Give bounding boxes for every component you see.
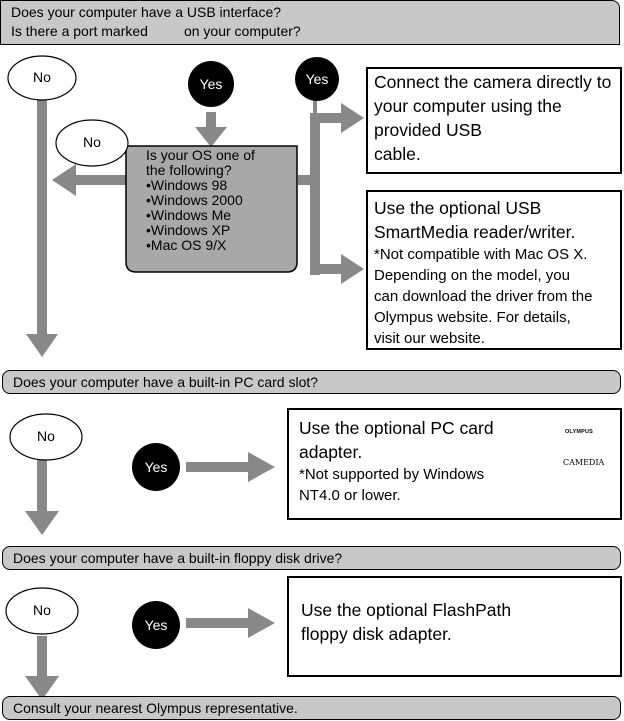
pc-box-note: NT4.0 or lower. bbox=[299, 487, 401, 504]
reader-box-note: *Not compatible with Mac OS X. bbox=[374, 246, 588, 263]
usb-question-line1: Does your computer have a USB interface? bbox=[11, 4, 282, 20]
yes-to-os-arrow bbox=[195, 112, 227, 147]
pc-card-adapter-box: Use the optional PC card adapter. *Not s… bbox=[287, 408, 622, 520]
no-path-arrow-2 bbox=[25, 460, 59, 535]
no-oval-1 bbox=[7, 55, 77, 101]
fd-box-line: Use the optional FlashPath bbox=[301, 600, 512, 620]
os-heading-1: Is your OS one of bbox=[146, 147, 255, 163]
reader-box-line: SmartMedia reader/writer. bbox=[374, 222, 576, 242]
yes-oval-4 bbox=[132, 601, 180, 649]
os-no-arrow bbox=[52, 164, 126, 196]
os-item: •Windows 2000 bbox=[146, 192, 243, 208]
usb-cable-box: Connect the camera directly to your comp… bbox=[366, 67, 622, 174]
no-oval-2 bbox=[55, 119, 129, 167]
usb-question-line2-text: Is there a port marked bbox=[11, 23, 148, 39]
os-item: •Windows 98 bbox=[146, 177, 228, 193]
yes-oval-1 bbox=[188, 61, 234, 107]
yes-label-2: Yes bbox=[305, 71, 329, 87]
os-question-box bbox=[125, 145, 298, 273]
reader-box-line: Use the optional USB bbox=[374, 198, 542, 218]
olympus-logo: OLYMPUS bbox=[564, 429, 594, 435]
yes-oval-2 bbox=[295, 57, 339, 101]
no-label-4: No bbox=[33, 602, 51, 618]
os-question-text: Is your OS one of the following? •Window… bbox=[146, 148, 294, 253]
pc-card-yes-arrow bbox=[186, 452, 275, 482]
no-path-arrow-1 bbox=[26, 78, 58, 357]
no-label-2: No bbox=[83, 134, 101, 150]
smartmedia-reader-box: Use the optional USB SmartMedia reader/w… bbox=[366, 190, 622, 350]
pc-box-note: *Not supported by Windows bbox=[299, 466, 485, 483]
reader-box-note: visit our website. bbox=[374, 330, 485, 347]
yes-branch-arrows bbox=[298, 103, 364, 284]
floppy-yes-arrow bbox=[186, 608, 275, 638]
pc-box-line: Use the optional PC card bbox=[299, 418, 494, 438]
pc-card-question: Does your computer have a built-in PC ca… bbox=[2, 370, 621, 394]
os-item: •Windows Me bbox=[146, 207, 232, 223]
final-question: Consult your nearest Olympus representat… bbox=[2, 696, 621, 720]
os-heading-2: the following? bbox=[146, 162, 232, 178]
pc-box-line: adapter. bbox=[299, 442, 363, 462]
yes-label-3: Yes bbox=[144, 459, 168, 475]
no-oval-4 bbox=[5, 587, 79, 635]
yes-label-1: Yes bbox=[199, 76, 223, 92]
no-label-1: No bbox=[33, 69, 51, 85]
usb-box-line: Connect the camera directly to bbox=[374, 72, 612, 92]
reader-box-note: Olympus website. For details, bbox=[374, 309, 571, 326]
no-label-3: No bbox=[37, 428, 55, 444]
os-item: •Mac OS 9/X bbox=[146, 237, 227, 253]
camedia-logo-pc: CAMEDIA bbox=[563, 458, 605, 467]
fd-box-line: floppy disk adapter. bbox=[301, 624, 452, 644]
yes-oval-3 bbox=[132, 443, 180, 491]
os-item: •Windows XP bbox=[146, 222, 231, 238]
usb-interface-question: Does your computer have a USB interface?… bbox=[0, 0, 620, 45]
camedia-logo-flashpath: CAMEDIA bbox=[557, 625, 607, 636]
reader-box-note: can download the driver from the bbox=[374, 288, 593, 305]
no-path-arrow-3 bbox=[25, 636, 59, 700]
reader-box-note: Depending on the model, you bbox=[374, 267, 570, 284]
floppy-drive-question: Does your computer have a built-in flopp… bbox=[2, 546, 621, 570]
usb-box-line: provided USB bbox=[374, 120, 482, 140]
usb-box-line: cable. bbox=[374, 144, 421, 164]
flashpath-adapter-box: Use the optional FlashPath floppy disk a… bbox=[287, 576, 622, 677]
yes-label-4: Yes bbox=[144, 617, 168, 633]
usb-question-line2-after: on your computer? bbox=[183, 23, 301, 39]
no-oval-3 bbox=[9, 413, 83, 461]
usb-question-line2: Is there a port marked on your computer? bbox=[11, 22, 609, 41]
usb-box-line: your computer using the bbox=[374, 96, 562, 116]
